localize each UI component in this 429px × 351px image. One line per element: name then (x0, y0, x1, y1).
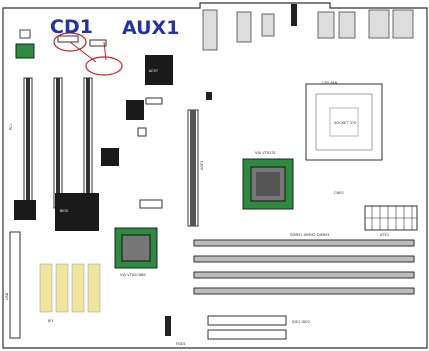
south-bridge-chip (114, 227, 158, 269)
header-pin-top (291, 4, 297, 26)
io-chip-1 (126, 100, 144, 120)
small-chip-icon (15, 43, 35, 59)
rear-io-group (202, 9, 414, 51)
bios-label: BIOS (60, 209, 68, 213)
header-bottom (139, 199, 163, 209)
north-bridge-label: VIA VT8231 (255, 151, 276, 155)
socket-label: SOCKET 370 (334, 121, 357, 125)
io-chip-2 (101, 148, 119, 166)
pci-label: PCI (9, 124, 13, 130)
cd1-connector (57, 35, 79, 43)
battery-icon (165, 316, 171, 336)
header-mid (145, 97, 163, 105)
ide-label: IDE1 IDE2 (292, 320, 310, 324)
cnr-label: CNR1 (334, 191, 344, 195)
audio-chip (145, 55, 173, 85)
audio-chip-label: AC97 (149, 69, 158, 73)
clock-chip (14, 200, 36, 220)
usb-header (9, 231, 21, 339)
cd1-label: CD1 (50, 16, 93, 38)
jumper-mid (137, 127, 147, 137)
aux1-label: AUX1 (122, 17, 179, 39)
bios-chip (55, 193, 99, 231)
ide-connector-2 (207, 329, 287, 340)
south-bridge-label: VIA VT82C686 (120, 273, 146, 277)
dimm-label: DIMM1 DIMM2 DIMM3 (290, 233, 329, 237)
cpu-socket (305, 83, 383, 161)
header-block (19, 29, 31, 39)
aux1-highlight (85, 56, 123, 76)
cpu-fan-label: CPU FAN (322, 81, 338, 85)
jumper-block (39, 263, 101, 313)
small-part (206, 92, 212, 100)
north-bridge-chip (242, 158, 294, 210)
cd1-highlight (53, 32, 87, 52)
usb-label: USB (5, 292, 9, 300)
agp-label: AGP1 (200, 160, 204, 170)
jumper-label: JP1 (47, 319, 54, 323)
atx-label: ATX1 (380, 233, 389, 237)
fdd-label: FDD1 (176, 342, 186, 346)
ide-connector-1 (207, 315, 287, 326)
aux1-connector (89, 39, 107, 47)
dimm-slot-group (193, 239, 415, 295)
